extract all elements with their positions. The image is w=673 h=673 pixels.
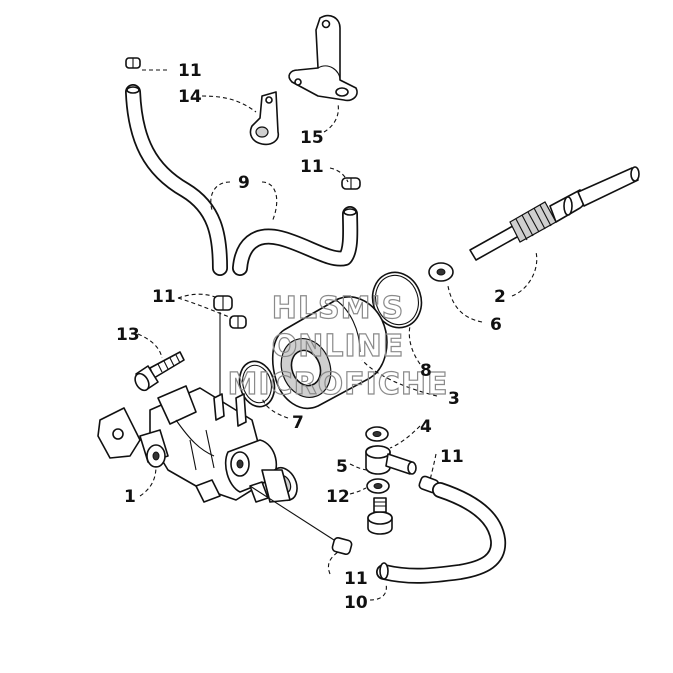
part-2-shaft [469,166,640,261]
callout-11-mid: 11 [300,157,324,177]
part-11-clamp-left [213,295,247,398]
part-13-screw [134,351,185,392]
part-4-banjo-fitting [365,445,417,475]
callout-9: 9 [238,173,250,193]
watermark-line-3: MICROFICHE [228,367,449,402]
callout-4: 4 [420,417,432,437]
callout-15: 15 [300,128,324,148]
part-9-hose [125,84,359,276]
callout-11-bottom: 11 [344,569,368,589]
part-12-banjo-bolt [367,497,393,535]
part-1-oil-pump [97,385,298,503]
callout-1: 1 [124,487,136,507]
part-15-bracket [288,14,358,102]
callout-2: 2 [494,287,506,307]
callout-labels: 11 14 15 11 9 11 13 2 6 8 3 7 4 11 5 12 … [116,61,506,613]
part-6-washer [428,262,454,282]
part-11-clamp-top [125,57,141,69]
leader-lines [137,69,538,601]
callout-7: 7 [292,413,304,433]
callout-3: 3 [448,389,460,409]
callout-14: 14 [178,87,202,107]
callout-12: 12 [326,487,350,507]
part-7-o-ring [238,360,276,408]
part-5-washer-upper [365,426,389,442]
part-11-clamp-mid [341,177,361,190]
callout-10: 10 [344,593,368,613]
callout-11-left: 11 [152,287,176,307]
part-3-housing [271,296,388,409]
callout-6: 6 [490,315,502,335]
part-5-washer-lower [366,478,390,494]
watermark-line-2: ONLINE [272,329,405,364]
callout-5: 5 [336,457,348,477]
part-14-clip [249,91,280,146]
part-11-clamp-bottom [331,537,353,555]
watermark-line-1: HLSM'S [272,291,404,326]
watermark: HLSM'S ONLINE MICROFICHE [227,290,449,402]
part-10-hose [376,482,507,584]
callout-13: 13 [116,325,140,345]
callout-8: 8 [420,361,432,381]
callout-11-right: 11 [440,447,464,467]
callout-11-top: 11 [178,61,202,81]
